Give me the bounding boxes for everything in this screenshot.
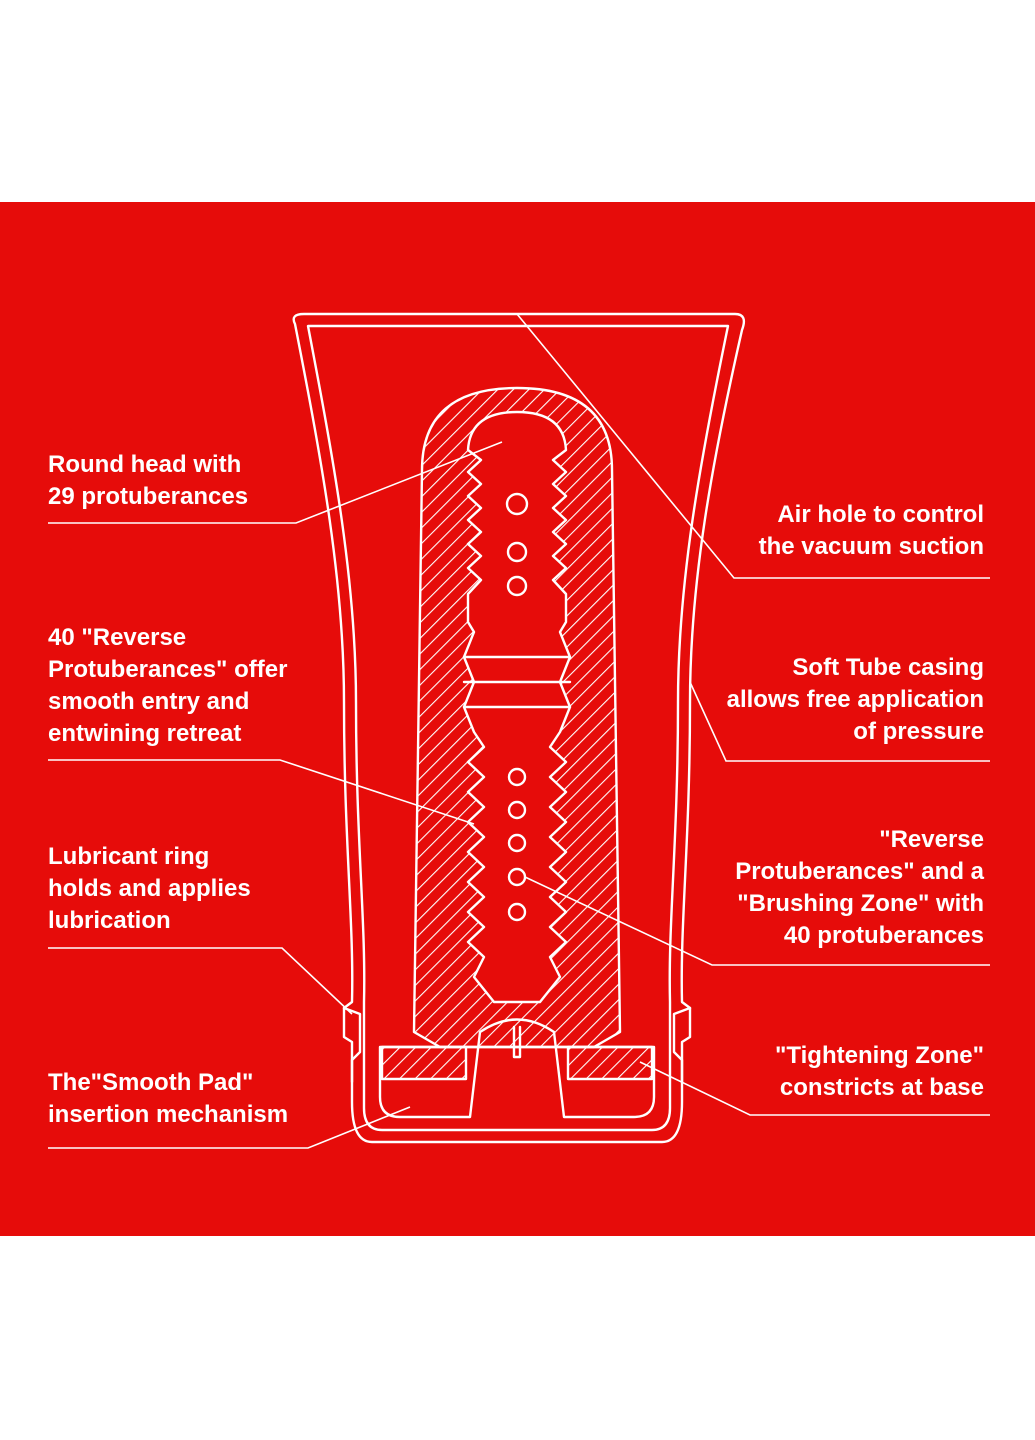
callout-line: Protuberances" and a bbox=[735, 858, 984, 885]
callout-line: "Reverse bbox=[879, 826, 984, 853]
diagram-panel: Round head with 29 protuberances 40 "Rev… bbox=[0, 202, 1035, 1236]
callout-line: Lubricant ring bbox=[48, 843, 210, 870]
leader-smooth-pad bbox=[48, 1106, 411, 1149]
callout-round-head: Round head with 29 protuberances bbox=[48, 449, 248, 513]
callout-brushing-zone: "Reverse Protuberances" and a "Brushing … bbox=[735, 824, 984, 952]
callout-line: constricts at base bbox=[779, 1074, 984, 1101]
callout-reverse-protuberances: 40 "Reverse Protuberances" offer smooth … bbox=[48, 622, 287, 750]
callout-line: The"Smooth Pad" bbox=[48, 1069, 254, 1096]
leader-soft-tube bbox=[689, 681, 990, 762]
callout-tightening-zone: "Tightening Zone" constricts at base bbox=[775, 1040, 984, 1104]
callout-line: allows free application bbox=[726, 686, 984, 713]
callout-line: "Tightening Zone" bbox=[775, 1042, 984, 1069]
callout-line: Protuberances" offer bbox=[48, 656, 288, 683]
leader-lubricant bbox=[48, 947, 353, 1015]
callout-line: 29 protuberances bbox=[48, 483, 249, 510]
callout-line: holds and applies bbox=[48, 875, 251, 902]
callout-lubricant-ring: Lubricant ring holds and applies lubrica… bbox=[48, 841, 251, 937]
callout-line: 40 "Reverse bbox=[48, 624, 187, 651]
outer-casing bbox=[292, 312, 746, 1144]
base-cavity bbox=[378, 1018, 656, 1119]
smooth-pad-left bbox=[380, 1045, 468, 1081]
callout-line: the vacuum suction bbox=[758, 533, 984, 560]
callout-line: lubrication bbox=[48, 907, 171, 934]
smooth-pad-right bbox=[566, 1045, 654, 1081]
base-stem bbox=[512, 1025, 522, 1059]
callout-line: insertion mechanism bbox=[48, 1101, 289, 1128]
leader-reverse-entry bbox=[48, 759, 475, 825]
callout-line: entwining retreat bbox=[48, 720, 242, 747]
leader-tightening bbox=[639, 1061, 990, 1116]
callout-line: "Brushing Zone" with bbox=[737, 890, 984, 917]
inner-casing-wall bbox=[306, 324, 730, 1132]
callout-smooth-pad: The"Smooth Pad" insertion mechanism bbox=[48, 1067, 288, 1131]
lubricant-ring-left bbox=[342, 1006, 362, 1084]
lubricant-ring-right bbox=[672, 1006, 692, 1084]
leader-brushing bbox=[524, 876, 990, 966]
callout-line: Round head with bbox=[48, 451, 242, 478]
callout-air-hole: Air hole to control the vacuum suction bbox=[759, 499, 984, 563]
leader-round-head bbox=[48, 441, 503, 524]
callout-line: of pressure bbox=[853, 718, 984, 745]
callout-soft-tube: Soft Tube casing allows free application… bbox=[727, 652, 984, 748]
callout-line: Air hole to control bbox=[777, 501, 984, 528]
leader-air-hole bbox=[516, 313, 990, 579]
callout-line: Soft Tube casing bbox=[792, 654, 984, 681]
callout-line: 40 protuberances bbox=[783, 922, 984, 949]
cross-section-diagram bbox=[0, 202, 1035, 1236]
callout-line: smooth entry and bbox=[48, 688, 250, 715]
